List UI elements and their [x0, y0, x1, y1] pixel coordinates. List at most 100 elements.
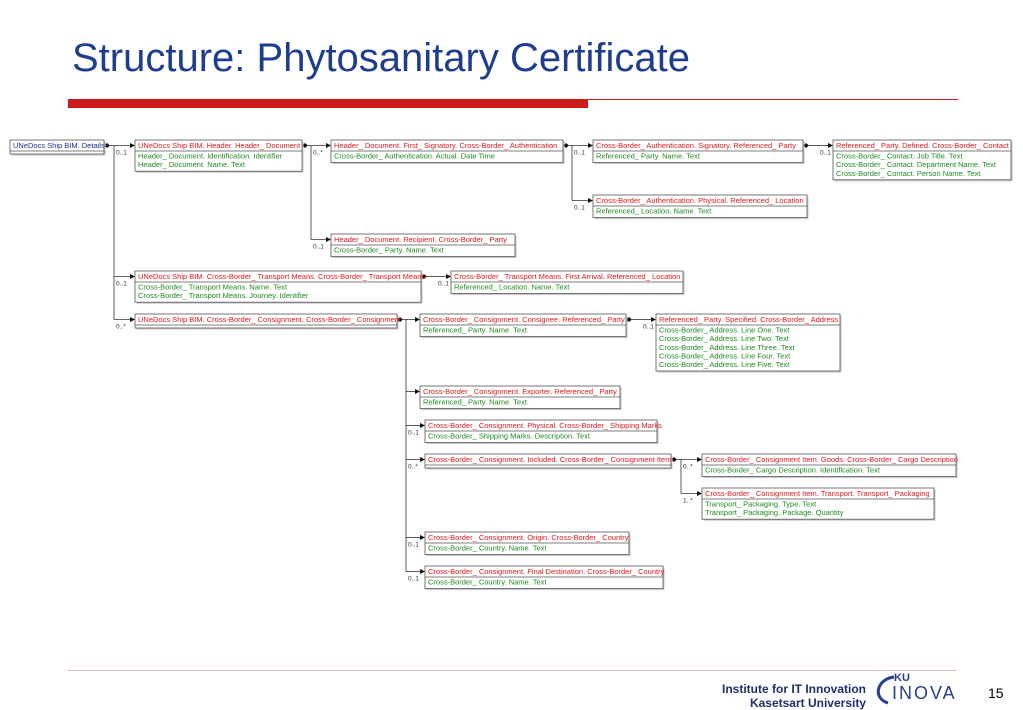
- connector-arrowhead: [651, 317, 656, 322]
- box-title: Cross-Border_ Authentication. Physical. …: [596, 196, 804, 205]
- box-title: Cross-Border_ Consignment. Final Destina…: [428, 567, 665, 576]
- box-hdr: UNeDocs Ship BIM. Header. Header_ Docume…: [134, 139, 304, 173]
- multiplicity-label: 0..*: [313, 150, 323, 157]
- box-field: Header_ Document. Identification. Identi…: [138, 152, 283, 161]
- box-field: Referenced_ Location. Name. Text: [454, 283, 570, 292]
- box-title: UNeDocs Ship BIM. Cross-Border_ Consignm…: [138, 315, 402, 324]
- box-title: Cross-Border_ Consignment. Exporter. Ref…: [423, 387, 617, 396]
- multiplicity-label: 0..*: [408, 464, 418, 471]
- title-underline-rule: [588, 99, 958, 100]
- box-title: Header_ Document. First_ Signatory. Cros…: [334, 141, 557, 150]
- connector-arrowhead: [420, 535, 425, 540]
- multiplicity-label: 0..1: [313, 244, 324, 251]
- footer-university-name: Kasetsart University: [749, 696, 866, 710]
- box-title: Referenced_ Party. Specified. Cross-Bord…: [659, 315, 838, 324]
- box-field: Transport_ Packaging. Package. Quantity: [705, 508, 844, 517]
- connector-layer: 0..1 0..1 0..* 0..* 0..1 0..1 0..1 0..1 0..1 0..1…: [104, 143, 833, 583]
- svg-text:INOVA: INOVA: [892, 683, 957, 703]
- box-frame: [134, 313, 398, 329]
- box-field: Cross-Border_ Transport Means. Name. Tex…: [138, 283, 288, 292]
- box-field: Cross-Border_ Cargo Description. Identif…: [705, 466, 881, 475]
- box-title: UNeDocs Ship BIM. Details: [13, 141, 105, 150]
- box-cargo: Cross-Border_ Consignment Item. Goods. C…: [701, 453, 958, 479]
- box-field: Cross-Border_ Contact. Department Name. …: [836, 160, 997, 169]
- box-dest: Cross-Border_ Consignment. Final Destina…: [424, 565, 665, 591]
- box-sig: Header_ Document. First_ Signatory. Cros…: [330, 139, 565, 165]
- box-field: Cross-Border_ Address. Line Three. Text: [659, 343, 796, 352]
- connector-arrowhead: [697, 457, 702, 462]
- box-exporter: Cross-Border_ Consignment. Exporter. Ref…: [419, 385, 622, 411]
- box-title: Cross-Border_ Consignment. Consignee. Re…: [423, 315, 625, 324]
- box-field: Cross-Border_ Address. Line Two. Text: [659, 334, 790, 343]
- multiplicity-label: 0..1: [116, 281, 127, 288]
- connector-arrowhead: [697, 491, 702, 496]
- box-field: Cross-Border_ Transport Means. Journey. …: [138, 291, 309, 300]
- box-root: UNeDocs Ship BIM. Details: [9, 139, 106, 156]
- connector-arrowhead: [326, 237, 331, 242]
- multiplicity-label: 0..1: [408, 576, 419, 583]
- box-title: Header_ Document. Recipient. Cross-Borde…: [334, 235, 507, 244]
- box-recip: Header_ Document. Recipient. Cross-Borde…: [330, 233, 517, 259]
- multiplicity-label: 0..*: [116, 324, 126, 331]
- box-field: Cross-Border_ Authentication. Actual. Da…: [334, 152, 495, 161]
- connector-arrowhead: [588, 198, 593, 203]
- box-field: Cross-Border_ Contact. Person Name. Text: [836, 169, 981, 178]
- connector-arrowhead: [415, 317, 420, 322]
- box-field: Cross-Border_ Contact. Job Title. Text: [836, 152, 963, 161]
- box-tm: UNeDocs Ship BIM. Cross-Border_ Transpor…: [134, 270, 425, 304]
- box-title: Cross-Border_ Consignment. Origin. Cross…: [428, 533, 629, 542]
- connector-arrowhead: [326, 143, 331, 148]
- box-cons: UNeDocs Ship BIM. Cross-Border_ Consignm…: [134, 313, 402, 330]
- box-origin: Cross-Border_ Consignment. Origin. Cross…: [424, 531, 631, 557]
- box-field: Cross-Border_ Country. Name. Text: [428, 544, 547, 553]
- multiplicity-label: 0..1: [820, 150, 831, 157]
- multiplicity-label: 1..*: [683, 498, 693, 505]
- connector-arrowhead: [828, 143, 833, 148]
- svg-text:KU: KU: [894, 672, 910, 684]
- box-frame: [134, 270, 422, 303]
- box-title: Referenced_ Party. Defined. Cross-Border…: [836, 141, 1010, 150]
- footer-institute-name: Institute for IT Innovation: [722, 682, 866, 696]
- slide-title: Structure: Phytosanitary Certificate: [72, 36, 691, 80]
- multiplicity-label: 0..1: [574, 150, 585, 157]
- box-field: Referenced_ Location. Name. Text: [596, 207, 712, 216]
- box-address: Referenced_ Party. Specified. Cross-Bord…: [655, 313, 842, 373]
- connector-arrowhead: [588, 143, 593, 148]
- box-field: Transport_ Packaging. Type. Text: [705, 500, 817, 509]
- box-arrival: Cross-Border_ Transport Means. First Arr…: [450, 270, 685, 296]
- footer-institute: Institute for IT Innovation Kasetsart Un…: [722, 682, 866, 710]
- page-number: 15: [988, 685, 1004, 701]
- box-frame: [424, 453, 672, 469]
- box-field: Referenced_ Party. Name. Text: [596, 152, 701, 161]
- box-frame: [701, 487, 935, 520]
- multiplicity-label: 0..1: [116, 150, 127, 157]
- box-field: Cross-Border_ Shipping Marks. Descriptio…: [428, 432, 591, 441]
- box-contact: Referenced_ Party. Defined. Cross-Border…: [832, 139, 1013, 182]
- box-frame: [832, 139, 1012, 181]
- box-title: Cross-Border_ Transport Means. First Arr…: [454, 272, 680, 281]
- box-title: Cross-Border_ Consignment Item. Transpor…: [705, 489, 930, 498]
- box-item: Cross-Border_ Consignment. Included. Cro…: [424, 453, 673, 470]
- multiplicity-label: 0..1: [408, 542, 419, 549]
- box-frame: [655, 313, 841, 372]
- ku-inova-logo: KU INOVA: [876, 672, 957, 705]
- connector-arrowhead: [130, 317, 135, 322]
- connector-arrowhead: [130, 274, 135, 279]
- box-field: Cross-Border_ Party. Name. Text: [334, 246, 445, 255]
- box-title: Cross-Border_ Consignment. Included. Cro…: [428, 455, 671, 464]
- box-field: Cross-Border_ Country. Name. Text: [428, 578, 547, 587]
- box-field: Referenced_ Party. Name. Text: [423, 398, 528, 407]
- connector-arrowhead: [420, 423, 425, 428]
- multiplicity-label: 0..1: [408, 430, 419, 437]
- box-field: Cross-Border_ Address. Line Four. Text: [659, 351, 791, 360]
- box-pack: Cross-Border_ Consignment Item. Transpor…: [701, 487, 936, 521]
- box-refp1: Cross-Border_ Authentication. Signatory.…: [592, 139, 805, 165]
- box-consignee: Cross-Border_ Consignment. Consignee. Re…: [419, 313, 628, 339]
- box-marks: Cross-Border_ Consignment. Physical. Cro…: [424, 419, 662, 445]
- box-field: Referenced_ Party. Name. Text: [423, 326, 528, 335]
- multiplicity-label: 0..1: [438, 281, 449, 288]
- multiplicity-label: 0..*: [683, 464, 693, 471]
- connector-arrowhead: [130, 143, 135, 148]
